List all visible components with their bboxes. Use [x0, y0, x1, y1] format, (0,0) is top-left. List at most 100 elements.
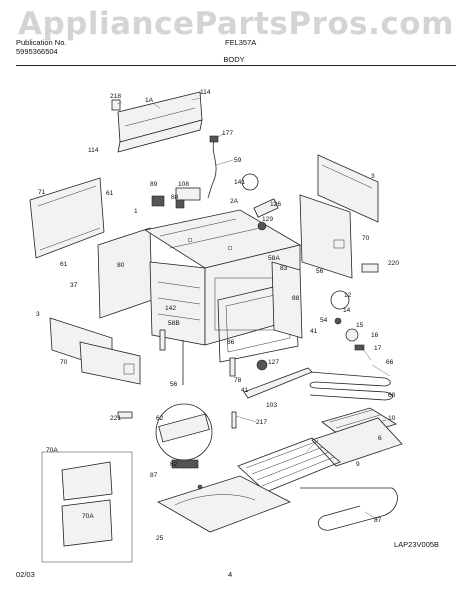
callout-label: 114	[88, 147, 99, 154]
callout-label: 1	[134, 208, 138, 215]
lower-left-panel-part	[49, 317, 141, 385]
footer-date: 02/03	[16, 570, 35, 579]
callout-label: 15	[356, 322, 364, 329]
callout-label: 10	[388, 415, 396, 422]
broil-element-part	[309, 371, 393, 401]
drawing-code: LAP23V005B	[394, 540, 440, 549]
callout-label: 108	[178, 181, 189, 188]
callout-label: 3	[371, 173, 375, 180]
leader-line	[305, 439, 319, 453]
callout-label: 217	[256, 419, 267, 426]
rear-wrapper-part	[271, 261, 303, 339]
lamp-part	[345, 328, 359, 342]
leader-line	[235, 415, 257, 423]
callout-label: 114	[200, 89, 211, 96]
publication-label: Publication No.	[16, 38, 67, 47]
callout-label: 87	[374, 517, 382, 524]
callout-label: 83	[280, 265, 288, 272]
callout-label: 89	[150, 181, 158, 188]
callout-label: 80	[117, 262, 125, 269]
callout-label: 220	[388, 260, 399, 267]
callout-label: 70A	[46, 447, 58, 454]
callout-label: 37	[70, 282, 78, 289]
callout-label: 58A	[268, 255, 280, 262]
leader-line	[364, 511, 379, 521]
terminal-block-part	[155, 403, 213, 469]
callout-label: 6	[378, 435, 382, 442]
callout-label: 17	[374, 345, 382, 352]
callout-label: 142	[165, 305, 176, 312]
bracket-220-part	[361, 263, 379, 273]
callout-label: 41	[241, 387, 249, 394]
callout-label: 61	[106, 190, 114, 197]
callout-label: 86	[227, 339, 235, 346]
pan-rail-part	[243, 367, 313, 399]
detail-circle-141	[241, 173, 259, 191]
callout-label: 1A	[145, 97, 154, 104]
bake-element-part	[300, 487, 398, 531]
callout-label: 62	[156, 415, 164, 422]
section-title: BODY	[223, 55, 245, 64]
detail-circle-12	[330, 290, 350, 310]
spacer-part	[231, 411, 237, 429]
callout-label: 16	[371, 332, 379, 339]
switch-assembly-part	[151, 187, 201, 209]
callout-label: 62	[170, 461, 178, 468]
model-number: FEL357A	[225, 38, 257, 47]
callout-label: 141	[234, 179, 245, 186]
callout-label: 3	[36, 311, 40, 318]
bracket-part	[111, 99, 121, 111]
callout-label: 25	[156, 535, 164, 542]
watermark: AppliancePartsPros.com	[18, 6, 454, 42]
leader-line	[116, 101, 123, 105]
callout-label: 70A	[82, 513, 94, 520]
callout-label: 87	[150, 472, 158, 479]
bottom-panel-part	[157, 475, 291, 533]
lamp-socket-part	[354, 344, 365, 351]
callout-label: 56	[316, 268, 324, 275]
callout-label: 129	[262, 216, 273, 223]
callout-label: 177	[222, 130, 233, 137]
callout-label: 66	[386, 359, 394, 366]
leader-line	[359, 344, 372, 361]
leader-line	[191, 97, 201, 101]
door-frame-part	[217, 281, 299, 363]
callout-label: 103	[266, 402, 277, 409]
callout-label: 70	[362, 235, 370, 242]
leader-line	[216, 132, 225, 139]
callout-label: 218	[110, 93, 121, 100]
callout-label: 126	[270, 201, 281, 208]
callout-label: 59	[234, 157, 242, 164]
callout-label: 68	[388, 392, 396, 399]
broiler-pan-part	[311, 407, 403, 467]
callout-label: 127	[268, 359, 279, 366]
power-cord-part	[207, 139, 217, 199]
leader-line	[153, 103, 161, 109]
callout-label: 41	[310, 328, 318, 335]
callout-label: 14	[343, 307, 351, 314]
oven-rack-part	[237, 437, 341, 493]
callout-label: 70	[60, 359, 68, 366]
fuse-part	[334, 317, 342, 325]
header-rule	[16, 65, 456, 66]
left-wrapper-part	[97, 227, 153, 319]
thermostat-part	[253, 198, 279, 231]
hinge-part	[229, 357, 236, 377]
footer-page-number: 4	[228, 570, 233, 579]
callout-label: 54	[320, 317, 328, 324]
callout-label: 88	[292, 295, 300, 302]
leader-line	[215, 159, 234, 166]
callout-label: 71	[38, 189, 46, 196]
callout-label: 88	[171, 194, 179, 201]
publication-number: 5995366504	[16, 47, 58, 56]
leader-line	[371, 364, 391, 377]
callout-label: 221	[110, 415, 121, 422]
right-back-panel-part	[317, 154, 379, 223]
cord-clamp-part	[209, 135, 219, 143]
light-lamp-part	[256, 359, 268, 371]
callout-label: 9	[356, 461, 360, 468]
hinge-part	[159, 329, 166, 351]
